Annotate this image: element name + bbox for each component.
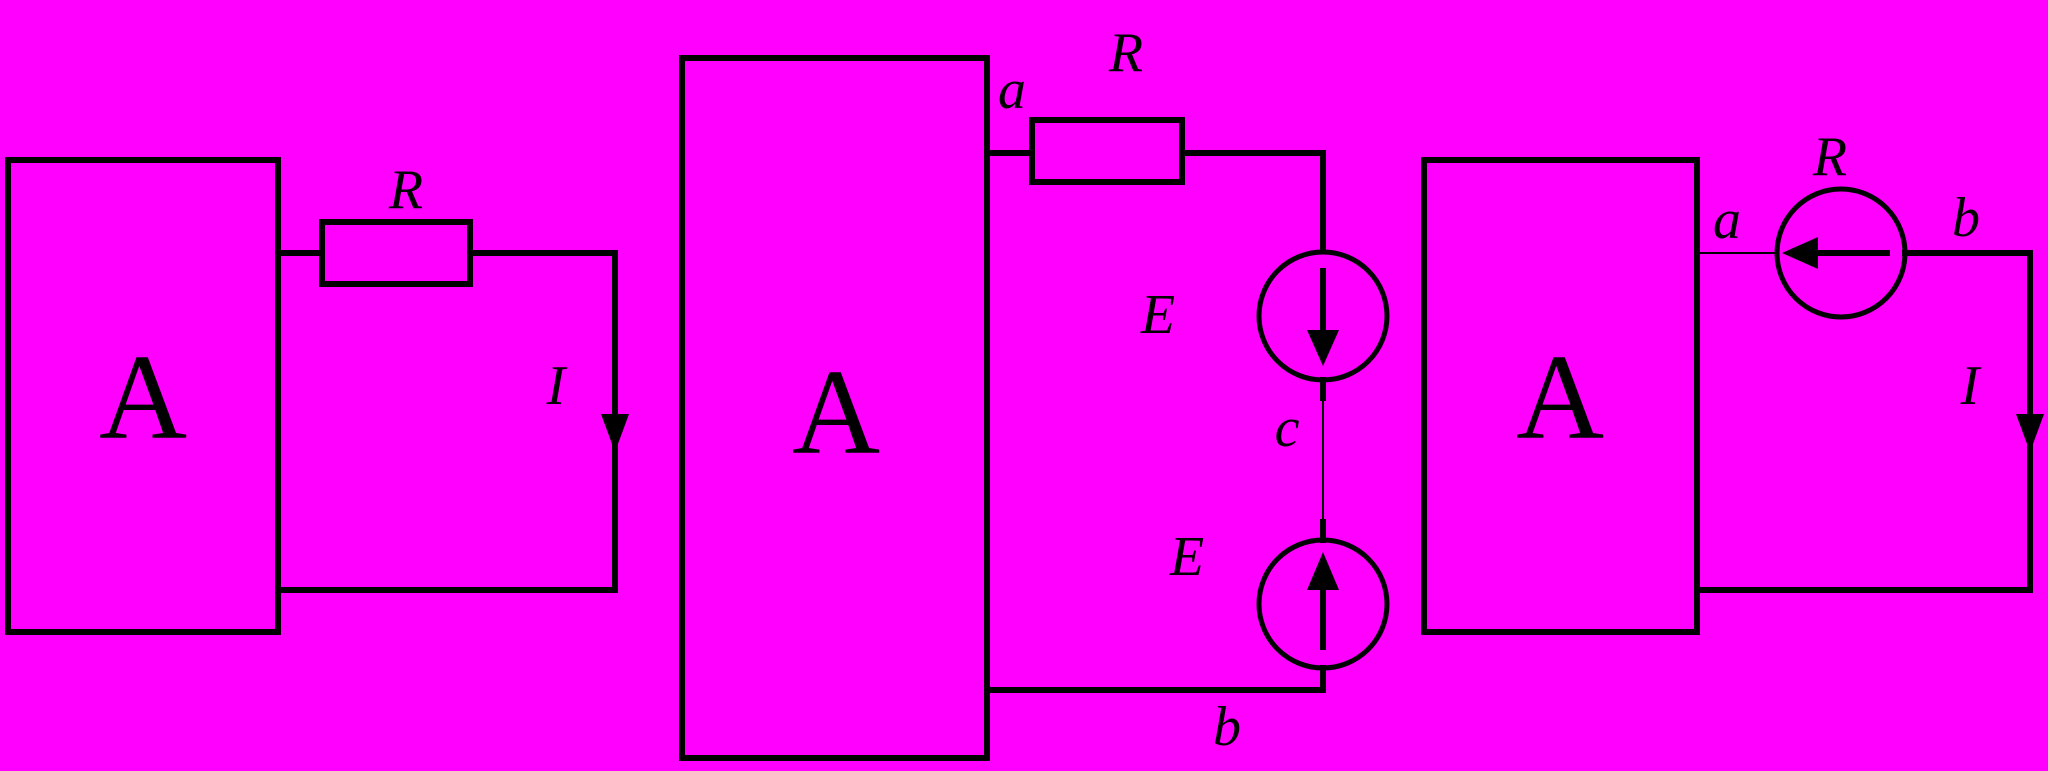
right-source-label: R (1812, 126, 1847, 188)
right-network-block (1421, 157, 1700, 635)
middle-circuit: A a R E c E b (679, 22, 1390, 761)
emf-top-arrowhead (1307, 330, 1339, 366)
left-resistor (319, 219, 473, 287)
left-block-label: A (99, 330, 187, 465)
middle-resistor (1029, 117, 1185, 185)
right-current-label: I (1960, 355, 1982, 417)
right-block-label: A (1516, 330, 1604, 465)
left-current-arrowhead (601, 414, 629, 452)
middle-resistor-label: R (1108, 22, 1143, 84)
left-current-label: I (546, 355, 568, 417)
left-resistor-label: R (388, 159, 423, 221)
node-c-label: c (1275, 397, 1300, 459)
right-circuit: A a R b I (1421, 126, 2044, 635)
middle-block-label: A (792, 345, 880, 480)
node-a-label: a (998, 59, 1026, 121)
emf-top-label: E (1140, 284, 1175, 346)
right-node-b-label: b (1952, 187, 1980, 249)
right-node-a-label: a (1713, 189, 1741, 251)
emf-bottom-arrowhead (1307, 552, 1339, 590)
emf-bottom-label: E (1169, 526, 1204, 588)
left-circuit: A R I (5, 157, 629, 635)
right-current-arrowhead (2016, 414, 2044, 452)
right-source-arrowhead (1782, 237, 1818, 269)
middle-network-block (679, 55, 990, 761)
left-network-block (5, 157, 281, 635)
node-b-label: b (1213, 696, 1241, 758)
